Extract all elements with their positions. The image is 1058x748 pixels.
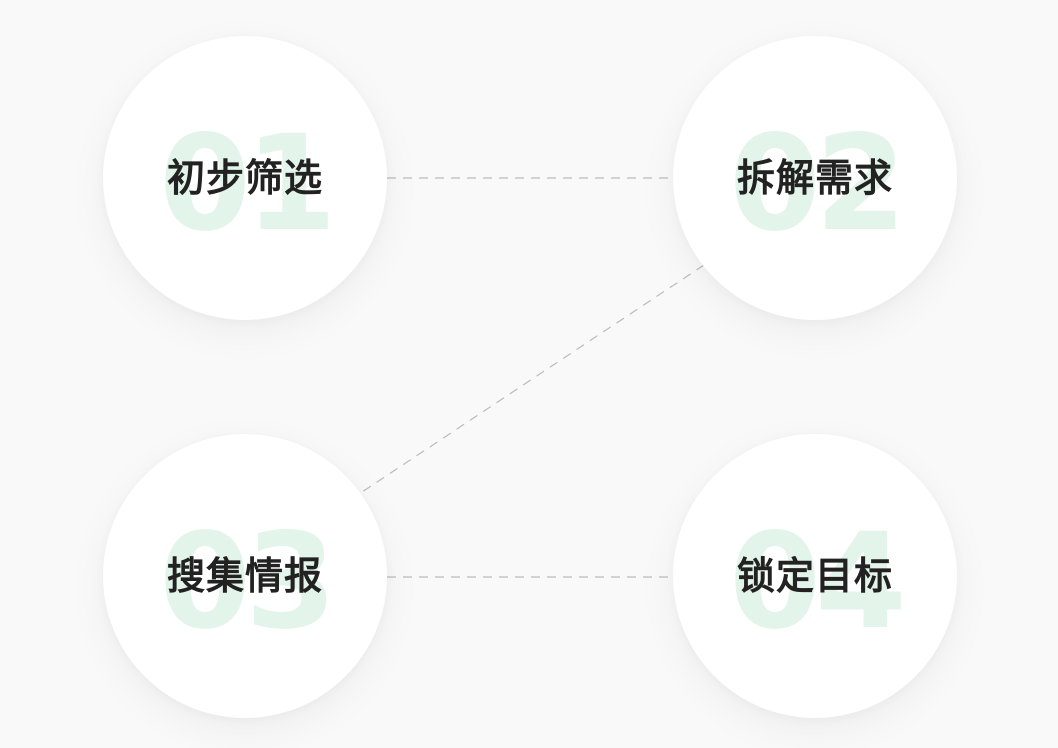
step-circle-04: 04 锁定目标 [673, 434, 957, 718]
step-circle-02: 02 拆解需求 [673, 36, 957, 320]
step-number: 02 [729, 107, 907, 261]
step-circle-03: 03 搜集情报 [103, 434, 387, 718]
step-label: 搜集情报 [166, 554, 323, 598]
step-label: 初步筛选 [166, 156, 323, 200]
step-label: 拆解需求 [736, 156, 893, 200]
step-number: 03 [159, 505, 337, 659]
step-label: 锁定目标 [736, 554, 893, 598]
step-circle-01: 01 初步筛选 [103, 36, 387, 320]
connector-02-03 [361, 264, 705, 493]
step-number: 01 [159, 107, 337, 261]
step-number: 04 [729, 505, 907, 659]
